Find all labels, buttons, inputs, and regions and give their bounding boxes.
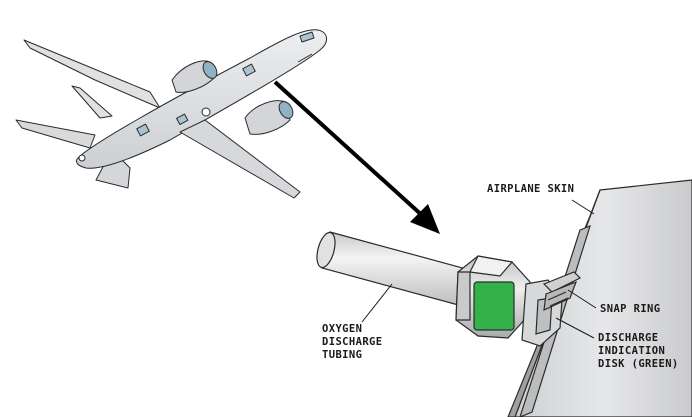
snap-ring — [542, 271, 582, 311]
label-oxygen-line2: DISCHARGE — [322, 336, 383, 348]
cabin-window — [136, 123, 150, 137]
landing-gear — [201, 107, 211, 117]
leader-lines — [361, 199, 597, 339]
label-disk-line2: INDICATION — [598, 345, 665, 357]
oxygen-tube — [316, 231, 471, 307]
airplane-illustration — [15, 29, 327, 199]
label-disk-line1: DISCHARGE — [598, 332, 659, 344]
label-oxygen-line3: TUBING — [322, 349, 362, 361]
upper-engine — [171, 60, 218, 93]
pointer-arrow — [273, 80, 440, 234]
fuselage — [75, 29, 327, 169]
lower-stabilizer — [15, 119, 96, 149]
lower-engine — [244, 100, 294, 135]
label-snap-ring: SNAP RING — [600, 303, 661, 315]
cockpit-window — [299, 31, 315, 43]
label-oxygen-line1: OXYGEN — [322, 323, 362, 335]
upper-stabilizer — [71, 85, 113, 119]
cabin-window — [242, 63, 256, 77]
label-airplane-skin: AIRPLANE SKIN — [487, 183, 574, 195]
lower-wing — [179, 119, 301, 199]
label-disk-line3: DISK (GREEN) — [598, 358, 679, 370]
upper-wing — [23, 39, 161, 109]
discharge-indication-disk — [473, 281, 515, 331]
cabin-window — [176, 113, 189, 126]
